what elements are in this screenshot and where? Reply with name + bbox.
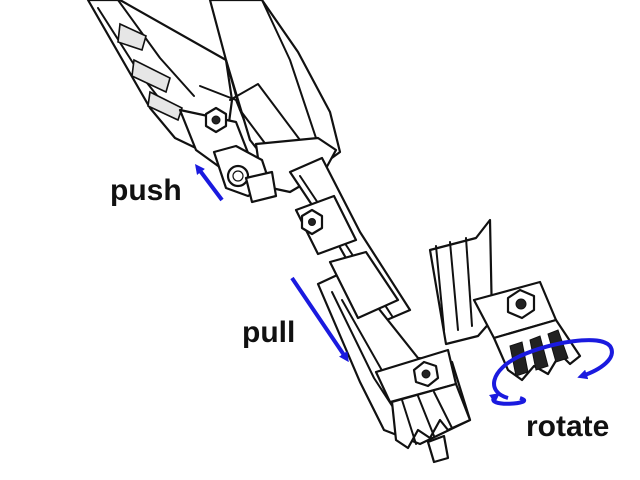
- release-latch: [212, 144, 278, 204]
- hex-bolt-upper: [204, 106, 228, 134]
- rotate-arrow: [488, 338, 614, 406]
- push-arrow: [195, 164, 224, 202]
- rotation-detail-inset: [428, 218, 582, 382]
- tool-handle: [86, 0, 342, 194]
- blade-insert-pulled: [316, 250, 472, 464]
- push-label: push: [110, 174, 182, 207]
- pull-label: pull: [242, 316, 295, 349]
- rotate-label: rotate: [526, 410, 609, 443]
- pull-arrow: [290, 276, 349, 363]
